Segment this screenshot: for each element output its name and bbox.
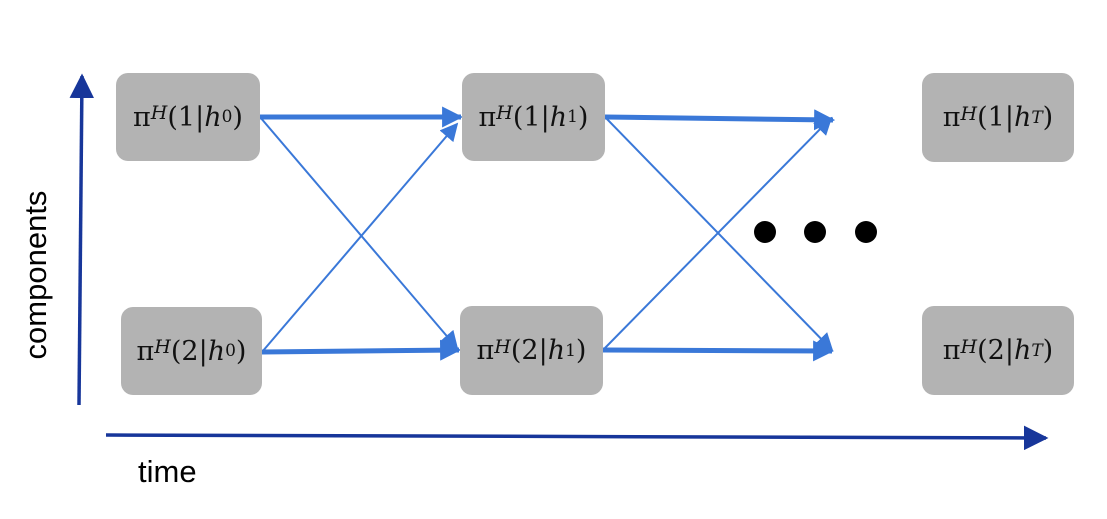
ellipsis-dot (855, 221, 877, 243)
given-bar: | (195, 101, 205, 133)
policy-superscript: H (154, 336, 171, 358)
given-bar: | (540, 101, 550, 133)
component-index: 1 (177, 101, 196, 133)
arrow-1-0-to-2-1 (259, 116, 459, 350)
arrow-2-1-to-next-1 (602, 116, 833, 351)
time-index: T (1031, 340, 1043, 361)
arrow-2-1-to-next-2 (602, 340, 835, 362)
pi-symbol: π (942, 102, 961, 133)
y-axis-label: components (18, 190, 53, 360)
component-index: 2 (181, 335, 199, 367)
component-index: 1 (523, 101, 541, 133)
time-index: 0 (225, 341, 236, 361)
arrow-2-0-to-2-1 (261, 339, 462, 361)
arrow-1-1-to-next-1 (604, 109, 836, 131)
policy-superscript: H (494, 335, 511, 358)
component-index: 2 (521, 335, 539, 366)
y-axis-arrow (69, 73, 95, 406)
given-bar: | (198, 335, 208, 367)
x-axis-arrow (105, 425, 1049, 451)
time-index: T (1031, 107, 1043, 128)
ellipsis-dot (804, 221, 826, 243)
time-index: 0 (221, 107, 233, 127)
pi-symbol: π (942, 335, 961, 366)
pi-symbol: π (133, 101, 151, 133)
component-index: 2 (987, 335, 1005, 366)
history-var: h (1013, 102, 1032, 133)
history-var: h (1013, 335, 1032, 366)
policy-superscript: H (960, 102, 978, 125)
pi-symbol: π (136, 335, 155, 367)
given-bar: | (1004, 102, 1014, 133)
given-bar: | (1004, 335, 1014, 366)
given-bar: | (538, 335, 548, 366)
pi-symbol: π (478, 101, 497, 133)
history-var: h (549, 101, 568, 133)
arrow-2-0-to-1-1 (261, 122, 459, 353)
component-index: 1 (987, 102, 1005, 133)
policy-superscript: H (496, 102, 513, 124)
ellipsis-dot (754, 221, 776, 243)
x-axis-label: time (138, 454, 197, 489)
pi-symbol: π (476, 335, 495, 366)
history-var: h (204, 101, 222, 133)
policy-superscript: H (960, 335, 978, 358)
policy-superscript: H (150, 102, 168, 124)
time-index: 1 (567, 107, 578, 127)
history-var: h (547, 335, 566, 366)
time-index: 1 (565, 340, 576, 361)
history-var: h (207, 335, 226, 367)
